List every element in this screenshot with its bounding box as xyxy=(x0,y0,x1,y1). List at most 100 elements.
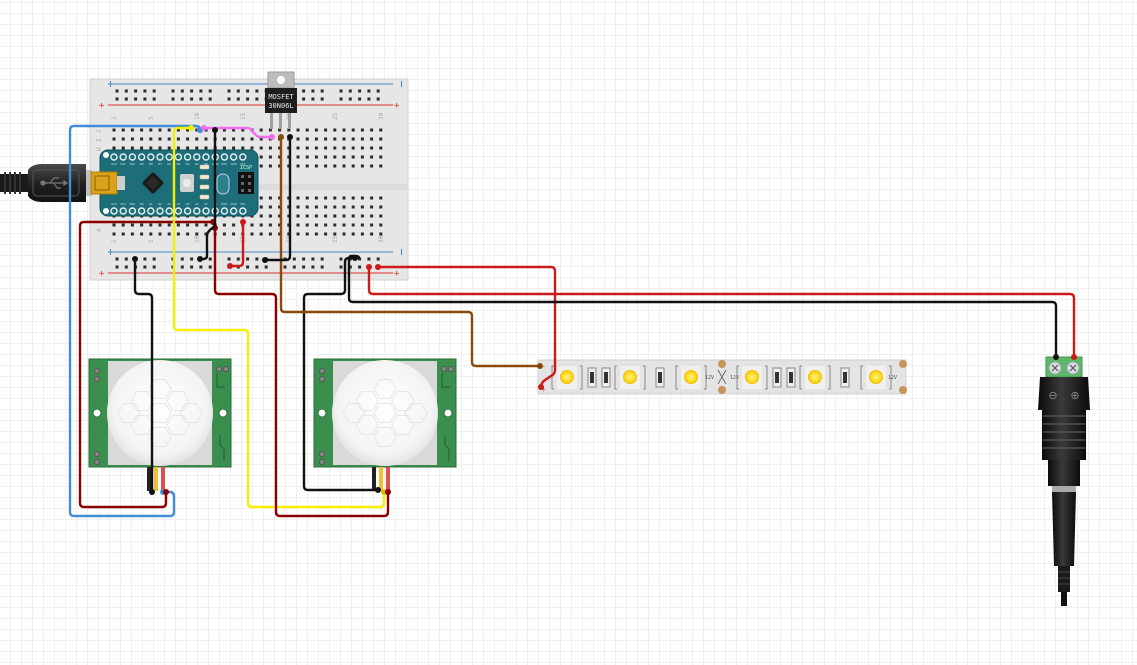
wire-endpoint[interactable] xyxy=(269,134,275,140)
breadboard-hole[interactable] xyxy=(333,128,337,132)
rail-hole[interactable] xyxy=(152,265,156,269)
breadboard-hole[interactable] xyxy=(379,164,383,168)
pir-sensor-2[interactable] xyxy=(313,358,457,491)
wire-endpoint[interactable] xyxy=(240,219,246,225)
rail-hole[interactable] xyxy=(124,97,128,101)
breadboard-hole[interactable] xyxy=(370,232,374,236)
breadboard-hole[interactable] xyxy=(195,223,199,227)
breadboard-hole[interactable] xyxy=(268,214,272,218)
breadboard-hole[interactable] xyxy=(204,232,208,236)
breadboard-hole[interactable] xyxy=(268,164,272,168)
arduino-pin-rx0[interactable] xyxy=(229,153,238,161)
rail-hole[interactable] xyxy=(190,97,194,101)
pir-pin-gnd[interactable] xyxy=(372,467,376,491)
breadboard-hole[interactable] xyxy=(167,232,171,236)
breadboard-hole[interactable] xyxy=(351,223,355,227)
breadboard-hole[interactable] xyxy=(342,146,346,150)
breadboard-hole[interactable] xyxy=(278,155,282,159)
pir-pin-out[interactable] xyxy=(379,467,383,491)
breadboard-hole[interactable] xyxy=(360,137,364,141)
breadboard-hole[interactable] xyxy=(250,146,254,150)
breadboard-hole[interactable] xyxy=(195,146,199,150)
rail-hole[interactable] xyxy=(227,89,231,93)
rail-hole[interactable] xyxy=(348,97,352,101)
breadboard-hole[interactable] xyxy=(296,164,300,168)
wire-mosfet-source[interactable] xyxy=(263,135,292,262)
breadboard-hole[interactable] xyxy=(351,128,355,132)
breadboard-hole[interactable] xyxy=(342,164,346,168)
breadboard-hole[interactable] xyxy=(140,137,144,141)
breadboard-hole[interactable] xyxy=(149,128,153,132)
breadboard-hole[interactable] xyxy=(232,232,236,236)
icsp-header[interactable] xyxy=(238,172,254,194)
rail-hole[interactable] xyxy=(246,89,250,93)
breadboard-hole[interactable] xyxy=(121,232,125,236)
breadboard-hole[interactable] xyxy=(186,128,190,132)
breadboard-hole[interactable] xyxy=(278,232,282,236)
breadboard-hole[interactable] xyxy=(186,146,190,150)
rail-hole[interactable] xyxy=(180,265,184,269)
breadboard-hole[interactable] xyxy=(351,164,355,168)
breadboard-hole[interactable] xyxy=(351,155,355,159)
breadboard-hole[interactable] xyxy=(370,223,374,227)
breadboard-hole[interactable] xyxy=(314,128,318,132)
breadboard-hole[interactable] xyxy=(305,232,309,236)
breadboard-hole[interactable] xyxy=(222,223,226,227)
breadboard-hole[interactable] xyxy=(379,128,383,132)
breadboard-hole[interactable] xyxy=(130,128,134,132)
breadboard-hole[interactable] xyxy=(324,137,328,141)
rail-hole[interactable] xyxy=(358,97,362,101)
wire-endpoint[interactable] xyxy=(227,263,233,269)
rail-hole[interactable] xyxy=(134,97,138,101)
breadboard-hole[interactable] xyxy=(149,146,153,150)
wire-jack-gnd[interactable] xyxy=(347,254,1058,359)
wire-endpoint[interactable] xyxy=(375,264,381,270)
rail-hole[interactable] xyxy=(115,89,119,93)
breadboard-hole[interactable] xyxy=(241,146,245,150)
breadboard-hole[interactable] xyxy=(314,164,318,168)
arduino-pin-d6[interactable] xyxy=(165,153,173,161)
breadboard-hole[interactable] xyxy=(305,164,309,168)
breadboard-hole[interactable] xyxy=(259,155,263,159)
breadboard-hole[interactable] xyxy=(324,155,328,159)
breadboard-hole[interactable] xyxy=(324,214,328,218)
rail-hole[interactable] xyxy=(134,89,138,93)
breadboard-hole[interactable] xyxy=(130,232,134,236)
rail-hole[interactable] xyxy=(143,265,147,269)
rail-hole[interactable] xyxy=(376,257,380,261)
wire-endpoint[interactable] xyxy=(287,134,293,140)
pir-pin-out[interactable] xyxy=(154,467,158,491)
breadboard-hole[interactable] xyxy=(130,137,134,141)
breadboard-hole[interactable] xyxy=(342,232,346,236)
breadboard-hole[interactable] xyxy=(186,232,190,236)
rail-hole[interactable] xyxy=(236,257,240,261)
breadboard-hole[interactable] xyxy=(121,128,125,132)
rail-hole[interactable] xyxy=(339,97,343,101)
breadboard-hole[interactable] xyxy=(370,155,374,159)
rail-hole[interactable] xyxy=(367,89,371,93)
breadboard-hole[interactable] xyxy=(342,223,346,227)
breadboard-hole[interactable] xyxy=(314,155,318,159)
breadboard-hole[interactable] xyxy=(379,205,383,209)
arduino-pin-d3[interactable] xyxy=(193,153,201,161)
wire-pir1-gnd[interactable] xyxy=(133,257,154,494)
breadboard-hole[interactable] xyxy=(167,137,171,141)
screw-terminal-minus[interactable] xyxy=(1048,361,1062,375)
breadboard-hole[interactable] xyxy=(130,223,134,227)
rail-hole[interactable] xyxy=(367,257,371,261)
breadboard-hole[interactable] xyxy=(296,146,300,150)
rail-hole[interactable] xyxy=(143,89,147,93)
rail-hole[interactable] xyxy=(190,265,194,269)
breadboard-hole[interactable] xyxy=(333,223,337,227)
rail-hole[interactable] xyxy=(171,89,175,93)
arduino-pin-3v3[interactable] xyxy=(119,207,127,215)
wire-endpoint[interactable] xyxy=(1053,354,1059,360)
rail-hole[interactable] xyxy=(208,89,212,93)
breadboard-hole[interactable] xyxy=(158,137,162,141)
breadboard-hole[interactable] xyxy=(324,128,328,132)
breadboard-hole[interactable] xyxy=(259,232,263,236)
rail-hole[interactable] xyxy=(199,97,203,101)
breadboard-hole[interactable] xyxy=(333,146,337,150)
arduino-pin-rst[interactable] xyxy=(220,207,229,215)
breadboard-hole[interactable] xyxy=(130,146,134,150)
